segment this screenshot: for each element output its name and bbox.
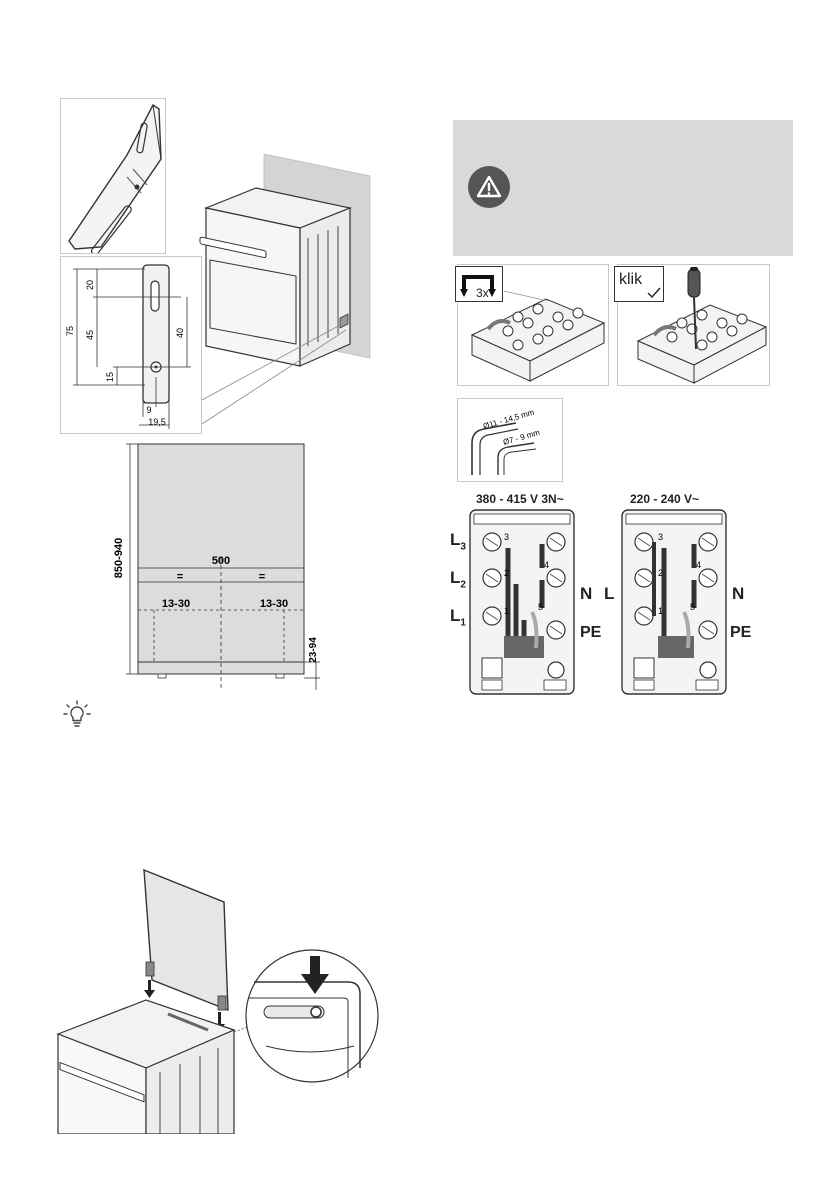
label-l1: L1	[450, 606, 466, 629]
bracket-dimension-panel: 75 20 45 40 15 9 19,5	[60, 256, 202, 434]
cable-diameter-drawing: Ø11 - 14,5 mm Ø7 - 9 mm	[471, 408, 541, 475]
cable-clamp-icon	[460, 275, 496, 297]
terminal-number-1: 1	[504, 606, 509, 616]
dim-19-5: 19,5	[148, 417, 166, 427]
label-l-single-phase: L	[604, 584, 615, 603]
cooker-wall-illustration	[199, 153, 371, 425]
terminal-number-3: 3	[504, 532, 509, 542]
lightbulb-icon	[63, 700, 91, 727]
terminal-number-5: 5	[538, 602, 543, 612]
bracket-perspective-drawing	[68, 103, 162, 253]
terminal-number-2: 2	[504, 568, 509, 578]
voltage-single-phase: 220 - 240 V~	[630, 492, 700, 506]
terminal-screwdriver-drawing	[636, 267, 768, 384]
dim-foot-range: 23-94	[308, 637, 319, 663]
dim-equal-left: =	[177, 571, 183, 583]
dim-range-left: 13-30	[162, 598, 190, 610]
voltage-three-phase: 380 - 415 V 3N~	[476, 492, 564, 506]
klik-label: klik	[619, 271, 643, 288]
terminal-number-5-single: 5	[690, 602, 695, 612]
clamp-repeat-badge: 3x	[455, 266, 503, 302]
terminal-clamp-drawing	[470, 290, 606, 382]
lid-hinge-illustration	[56, 868, 379, 1134]
dim-75: 75	[65, 326, 75, 336]
dim-15: 15	[105, 372, 115, 382]
dim-20: 20	[85, 280, 95, 290]
screwdriver-icon	[687, 268, 701, 298]
dim-equal-right: =	[259, 571, 265, 583]
cooker-lid	[143, 868, 229, 1012]
clamp-repeat-count: 3x	[476, 286, 489, 300]
bracket-perspective-panel	[60, 98, 166, 254]
front-view-dimension-drawing: 850-940 500 = = 13-30 13-30 23-94	[113, 443, 320, 690]
label-pe-single-phase: PE	[730, 624, 752, 641]
dim-height: 850-940	[113, 538, 125, 578]
klik-badge: klik	[614, 266, 664, 302]
label-n-single-phase: N	[732, 584, 745, 603]
terminal-number-2-single: 2	[658, 568, 663, 578]
terminal-block-three-phase: 3 2 1 4 5	[469, 509, 575, 695]
terminal-block-single-phase: 3 2 1 4 5	[621, 509, 727, 695]
warning-triangle-icon	[468, 166, 510, 208]
terminal-number-4-single: 4	[696, 560, 701, 570]
terminal-number-3-single: 3	[658, 532, 663, 542]
bracket-dimension-drawing: 75 20 45 40 15 9 19,5	[65, 264, 191, 429]
dim-45: 45	[85, 330, 95, 340]
label-l3: L3	[450, 530, 466, 553]
dim-9: 9	[146, 405, 151, 415]
label-n-three-phase: N	[580, 584, 593, 603]
terminal-klik-panel	[617, 264, 770, 386]
label-l2: L2	[450, 568, 466, 591]
terminal-number-4: 4	[544, 560, 549, 570]
dim-width: 500	[212, 555, 230, 567]
checkmark-icon	[647, 287, 661, 299]
terminal-clamp-panel	[457, 264, 609, 386]
dia-large-label: Ø11 - 14,5 mm	[482, 408, 536, 431]
terminal-number-1-single: 1	[658, 606, 663, 616]
label-pe-three-phase: PE	[580, 624, 602, 641]
dim-40: 40	[175, 328, 185, 338]
dim-range-right: 13-30	[260, 598, 288, 610]
cable-diameter-panel: Ø11 - 14,5 mm Ø7 - 9 mm	[457, 398, 563, 482]
